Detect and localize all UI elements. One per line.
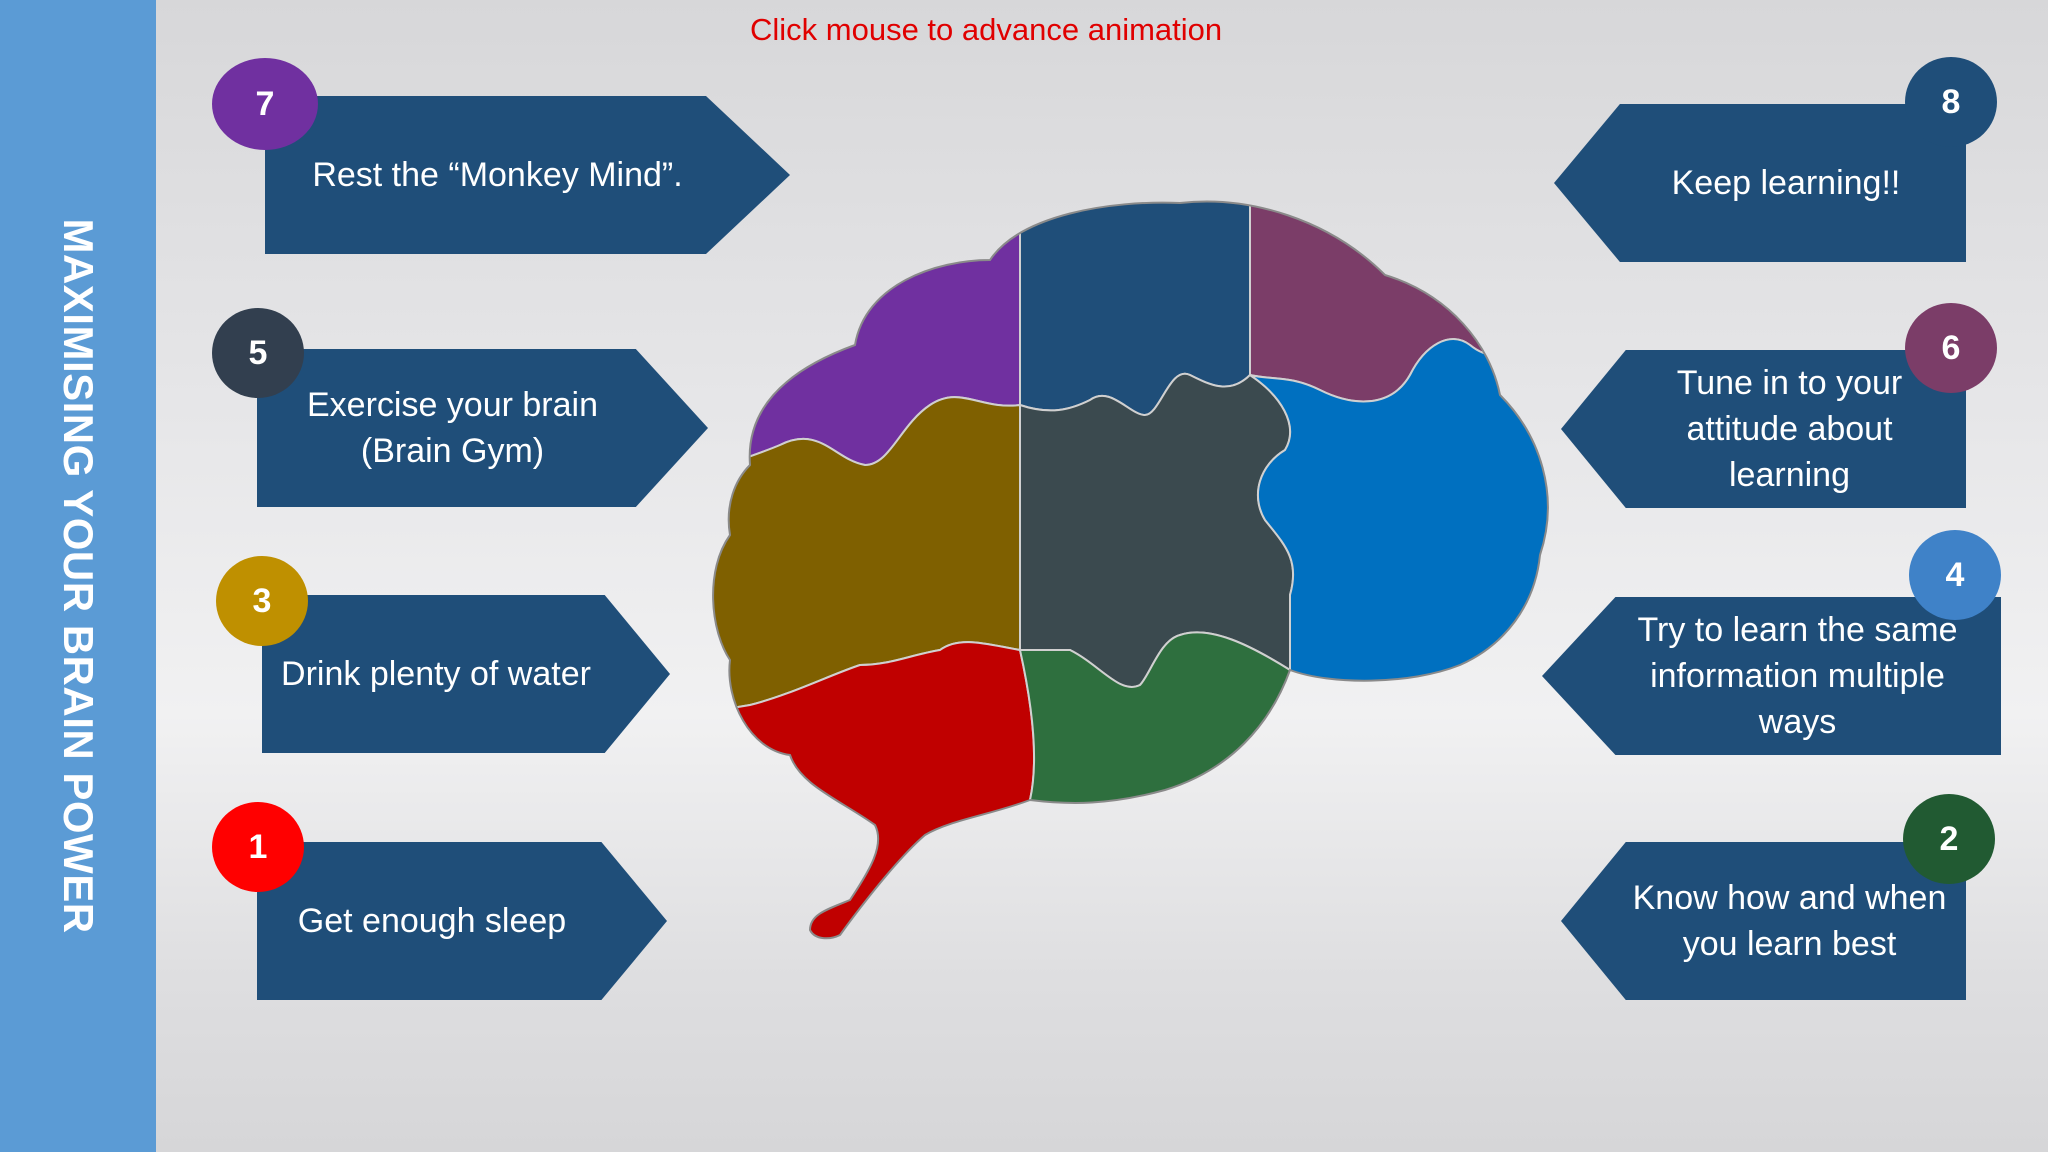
puzzle-piece-lower-center [1018, 631, 1291, 939]
tip-6-text: Tune in to your attitude about learning [1676, 364, 1903, 494]
tip-7-arrow: Rest the “Monkey Mind”. [265, 96, 790, 254]
tip-4-text: Try to learn the same information multip… [1637, 611, 1958, 741]
tip-3-text: Drink plenty of water [281, 655, 591, 693]
tip-7-badge: 7 [212, 58, 318, 150]
slide-title: MAXIMISING YOUR BRAIN POWER [55, 218, 102, 934]
tip-4-badge: 4 [1909, 530, 2001, 620]
tip-5-arrow: Exercise your brain (Brain Gym) [257, 349, 708, 507]
tip-5-badge: 5 [212, 308, 304, 398]
tip-1-arrow: Get enough sleep [257, 842, 667, 1000]
sidebar: MAXIMISING YOUR BRAIN POWER [0, 0, 156, 1152]
tip-3-badge: 3 [216, 556, 308, 646]
tip-8-text: Keep learning!! [1671, 164, 1901, 202]
tip-1-badge: 1 [212, 802, 304, 892]
puzzle-piece-right [1249, 333, 1548, 796]
tip-7-text: Rest the “Monkey Mind”. [312, 156, 683, 194]
tip-2-text: Know how and when you learn best [1632, 879, 1947, 963]
puzzle-piece-center [1019, 372, 1295, 688]
tip-8-badge: 8 [1905, 57, 1997, 147]
tip-3-arrow: Drink plenty of water [262, 595, 670, 753]
tip-2-badge: 2 [1903, 794, 1995, 884]
advance-hint: Click mouse to advance animation [750, 12, 1223, 47]
tip-6-badge: 6 [1905, 303, 1997, 393]
puzzle-piece-top [1019, 201, 1251, 417]
tip-6-arrow: Tune in to your attitude about learning [1561, 350, 1966, 508]
brain-puzzle [712, 200, 1549, 940]
tip-1-text: Get enough sleep [297, 902, 567, 940]
tip-2-arrow: Know how and when you learn best [1561, 842, 1966, 1000]
tip-8-arrow: Keep learning!! [1554, 104, 1966, 262]
tip-5-text: Exercise your brain (Brain Gym) [306, 386, 598, 470]
tip-4-arrow: Try to learn the same information multip… [1542, 597, 2001, 755]
